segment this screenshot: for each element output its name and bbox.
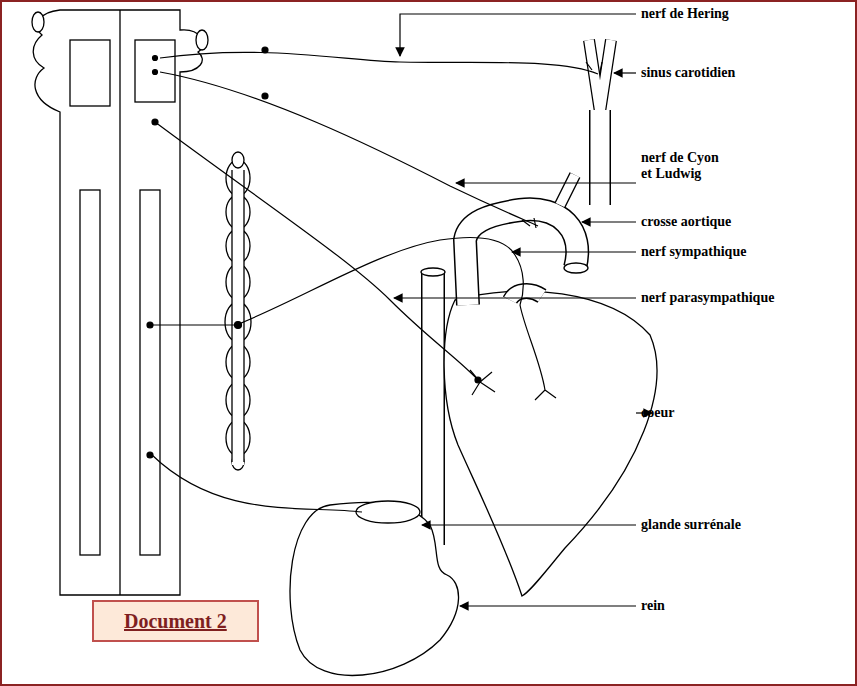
midline [119,10,120,595]
part-label: coeur [641,405,674,421]
kidney [290,502,459,675]
part-label: glande surrénale [641,517,741,533]
medullary-center [80,190,100,555]
spinal-cord [32,10,208,595]
document-box: Document 2 [92,600,259,642]
nerves [147,47,602,512]
bulbar-center [135,40,175,102]
part-label: crosse aortique [641,214,731,230]
sympathetic-chain [225,152,251,470]
part-label: rein [641,598,665,614]
sympathetic-nerve [152,237,523,325]
nerve-endings [470,370,495,395]
parasympathetic-nerve [155,122,480,382]
part-label: nerf sympathique [641,244,746,260]
part-label: sinus carotidien [641,65,735,81]
cord-root [196,30,208,50]
nerve-endings [520,305,556,400]
cord-root [32,12,44,32]
medulla-outline [33,10,203,595]
nerve-endings [586,62,602,72]
adrenal-gland [356,501,420,523]
cyon-nerve [160,72,538,226]
vessels [421,268,445,545]
medullary-center [140,190,160,555]
nerve-endings [522,218,536,228]
part-label: nerf de Cyon et Ludwig [641,150,731,182]
hering-nerve [160,52,598,74]
aorta [465,40,611,305]
part-label: nerf parasympathique [641,290,774,306]
leader-lines [394,14,652,606]
adrenal-nerve [152,455,362,512]
document-title: Document 2 [124,609,227,633]
bulbar-center [70,40,110,106]
heart [444,291,657,596]
part-label: nerf de Hering [641,6,729,22]
